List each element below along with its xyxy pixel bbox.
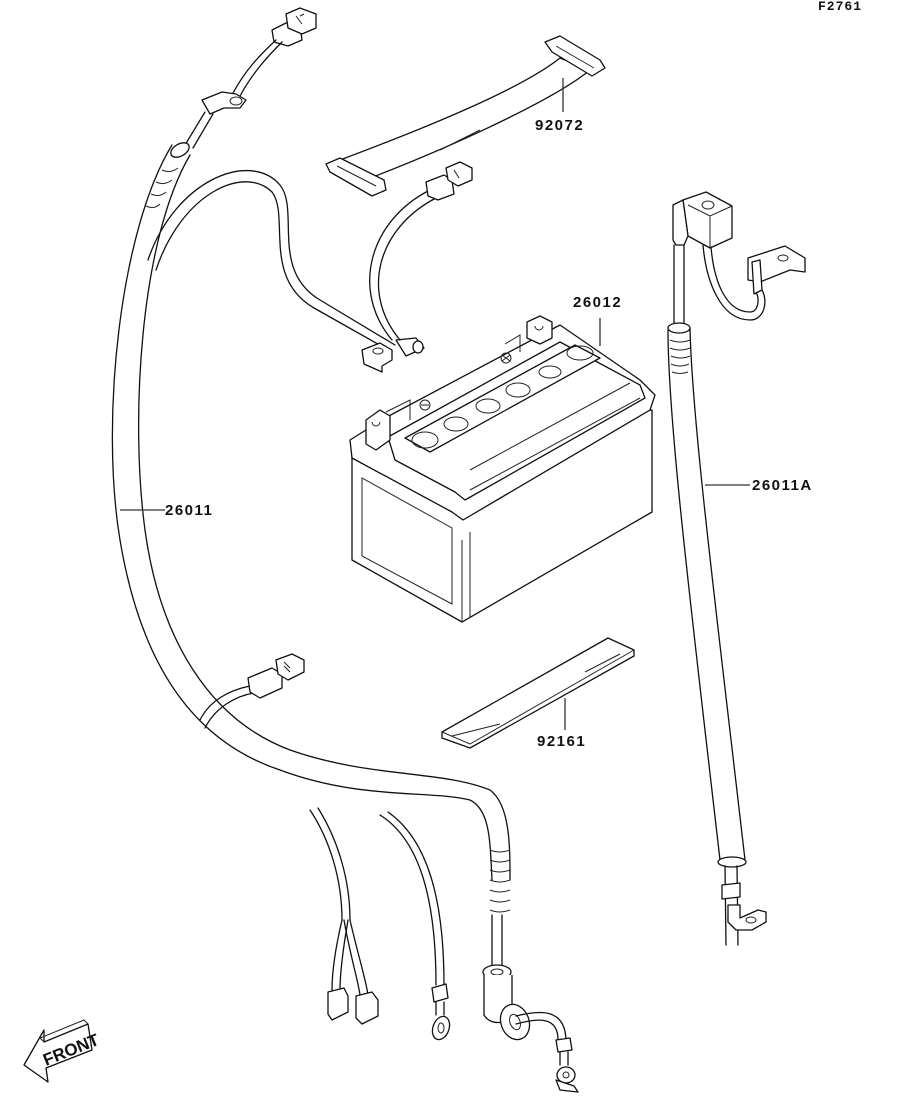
figure-number: F2761 <box>818 0 863 14</box>
front-arrow-icon: FRONT <box>23 1019 102 1083</box>
part-label-92072[interactable]: 92072 <box>535 117 585 134</box>
battery-strap-92072[interactable] <box>325 35 606 197</box>
battery-26012[interactable] <box>349 315 656 623</box>
battery-cable-26011A[interactable] <box>667 191 806 946</box>
battery-pad-92161[interactable] <box>441 637 635 749</box>
part-label-92161[interactable]: 92161 <box>537 733 587 750</box>
part-label-26011[interactable]: 26011 <box>165 502 214 519</box>
part-label-26011A[interactable]: 26011A <box>752 477 813 494</box>
part-label-26012[interactable]: 26012 <box>573 294 623 311</box>
wiring-harness-26011[interactable] <box>111 7 579 1093</box>
